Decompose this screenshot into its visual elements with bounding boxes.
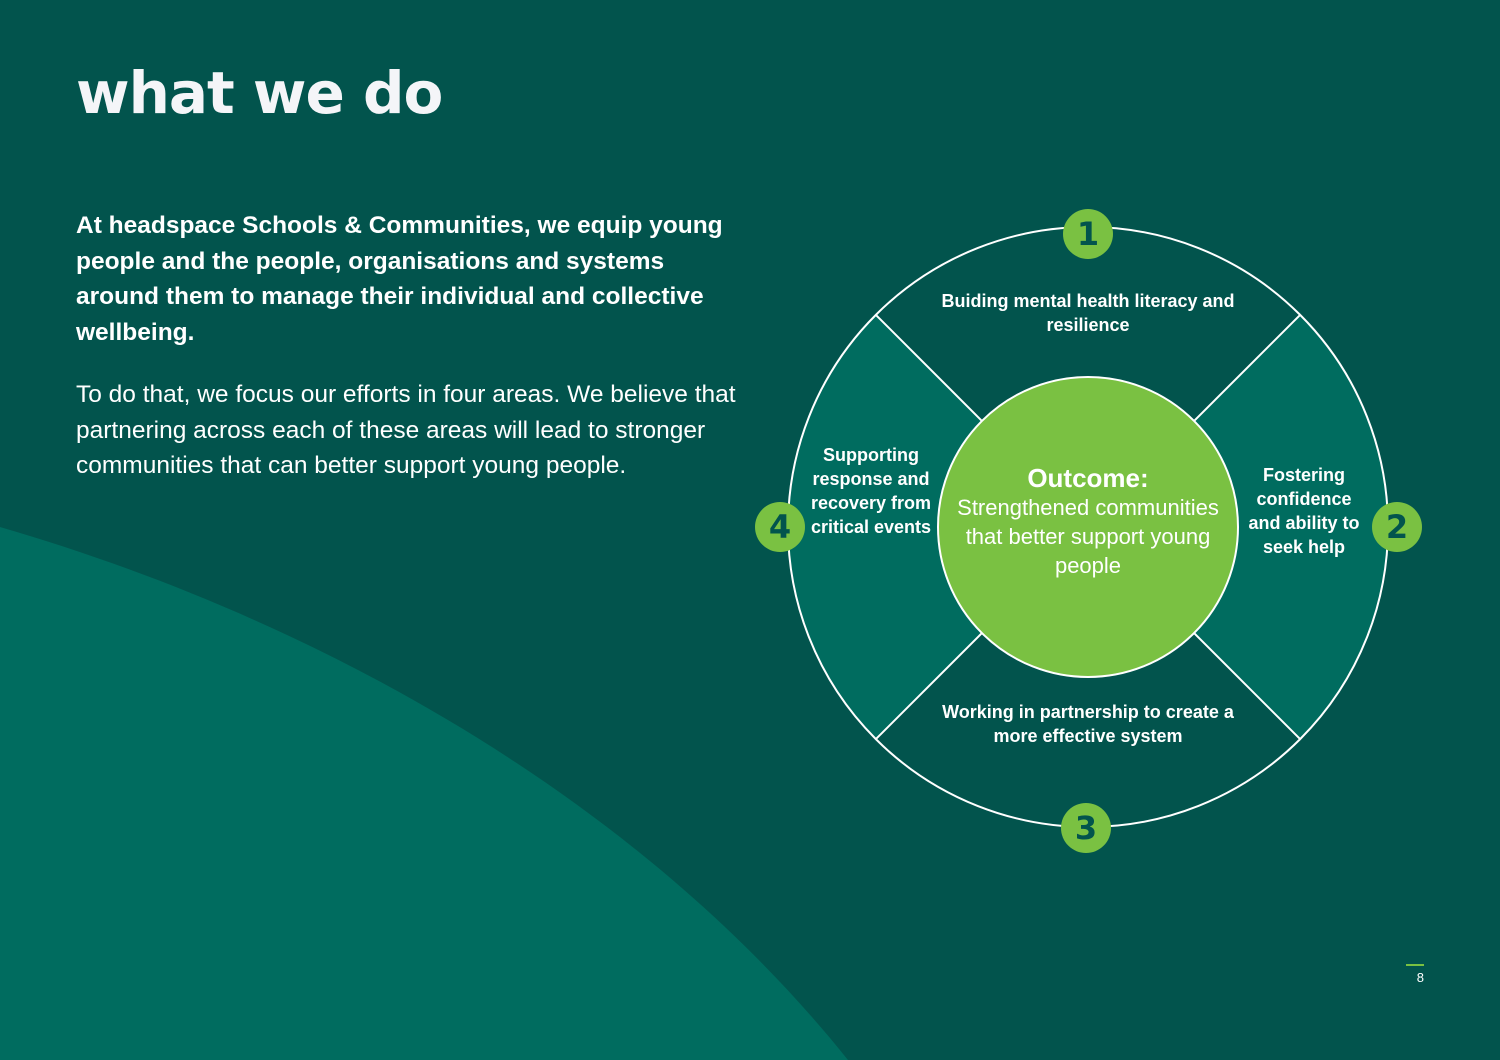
outcome-title: Outcome: — [1027, 463, 1149, 493]
number-badge-2: 2 — [1372, 502, 1422, 552]
number-badge-3: 3 — [1061, 803, 1111, 853]
area-2-label: Fostering confidence and ability to seek… — [1248, 465, 1360, 557]
area-4-label: Supporting response and recovery from cr… — [810, 445, 932, 537]
outcome-block: Outcome: Strengthened communities that b… — [948, 463, 1228, 580]
number-badge-4: 4 — [755, 502, 805, 552]
focus-areas-diagram: Buiding mental health literacy and resil… — [740, 190, 1440, 870]
page-title: what we do — [76, 59, 443, 127]
page-number: 8 — [1416, 970, 1424, 985]
body-paragraph: To do that, we focus our efforts in four… — [76, 381, 736, 479]
segment-left — [788, 314, 982, 740]
area-3-label: Working in partnership to create a more … — [942, 702, 1234, 746]
segment-right — [1194, 314, 1388, 740]
area-1-label: Buiding mental health literacy and resil… — [941, 291, 1235, 335]
outcome-text: Strengthened communities that better sup… — [957, 495, 1219, 578]
outcome-circle — [937, 376, 1239, 678]
page-number-accent-line — [1406, 964, 1424, 966]
number-badge-1: 1 — [1063, 209, 1113, 259]
intro-paragraph: At headspace Schools & Communities, we e… — [76, 212, 723, 346]
